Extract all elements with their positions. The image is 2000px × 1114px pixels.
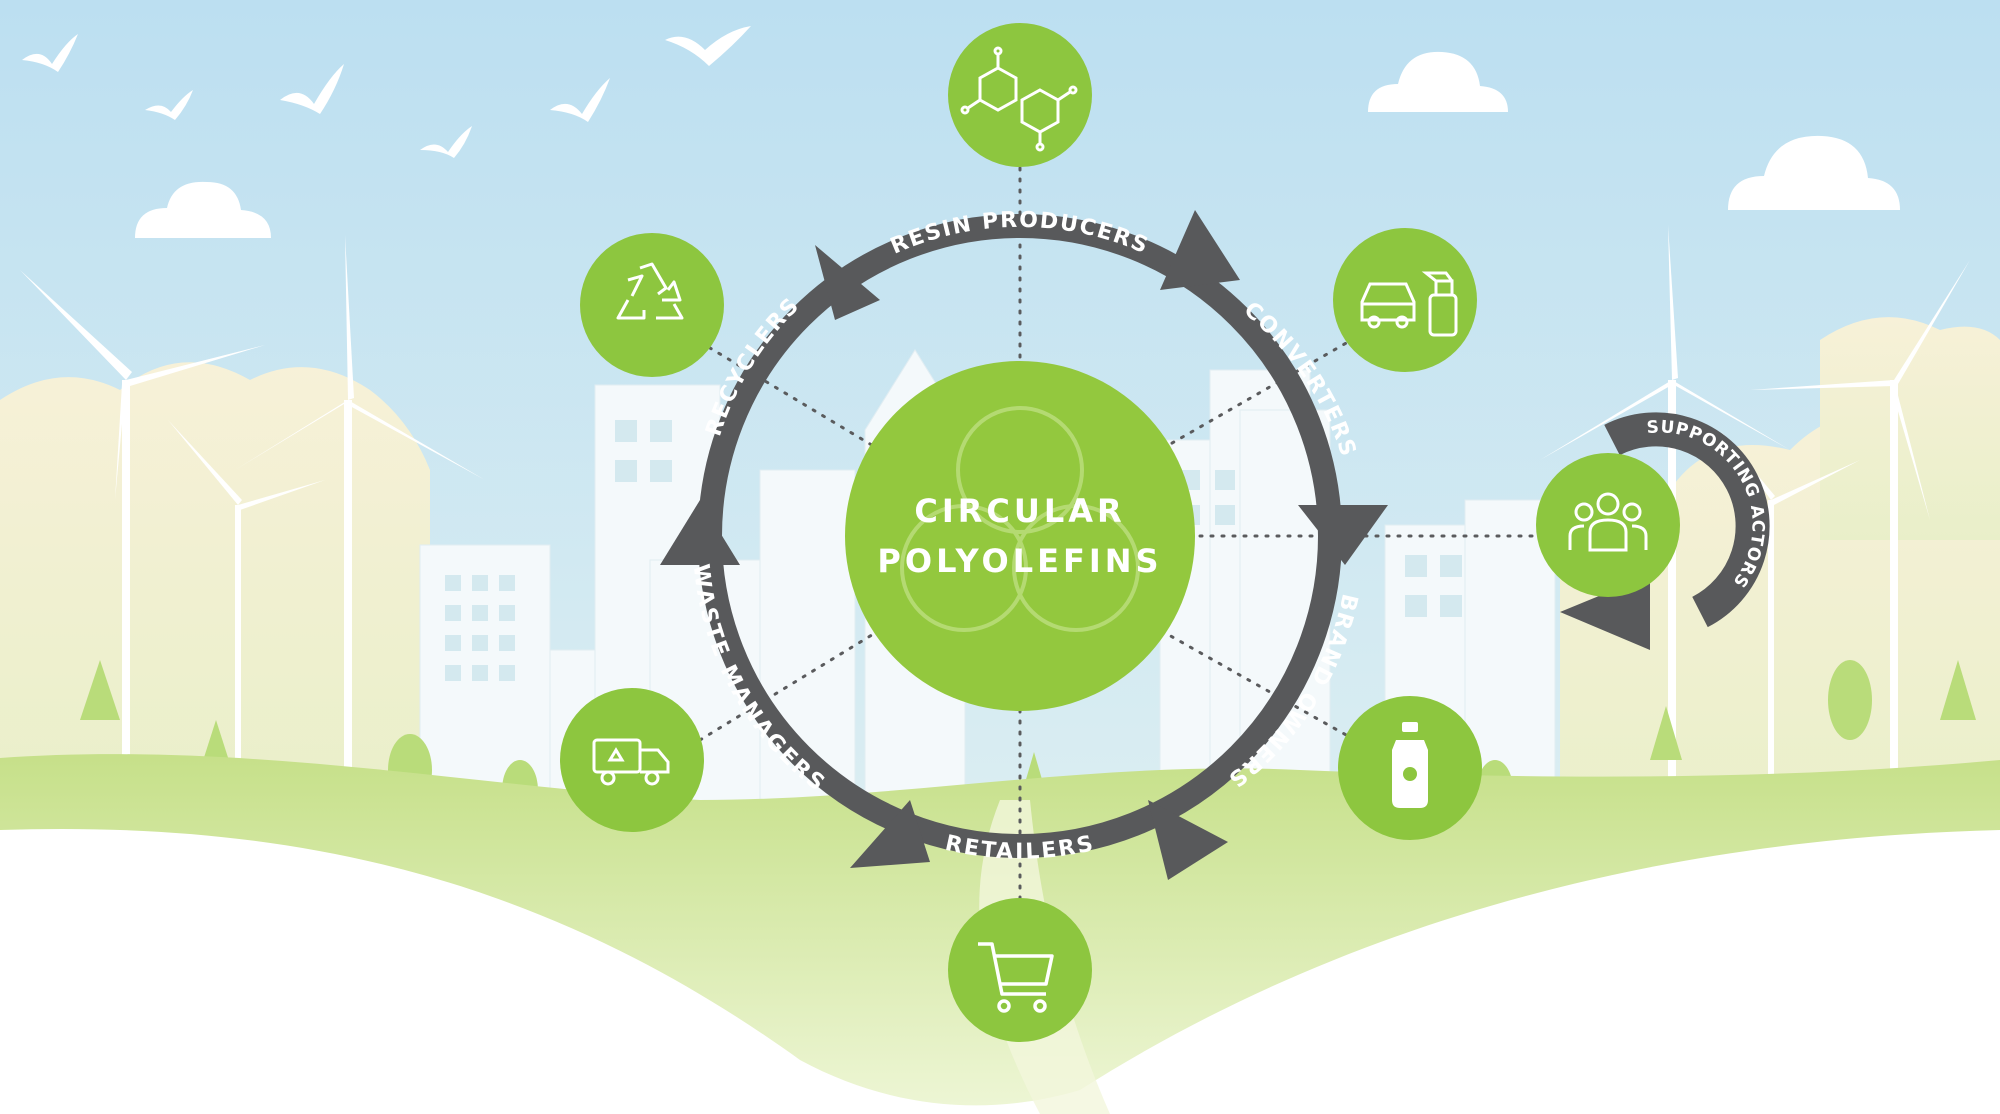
cycle-ring <box>660 210 1388 880</box>
node-supporting-actors <box>1536 453 1680 597</box>
recycling-truck-icon <box>592 738 670 786</box>
node-resin-producers <box>948 23 1092 167</box>
recycle-icon <box>616 262 684 320</box>
node-waste-managers <box>560 688 704 832</box>
car-spray-bottle-icon <box>1360 271 1458 337</box>
wind-turbines <box>20 225 1970 805</box>
center-node: CIRCULAR POLYOLEFINS <box>845 361 1195 711</box>
node-retailers <box>948 898 1092 1042</box>
title-line-1: CIRCULAR <box>914 492 1125 530</box>
sky-clouds <box>135 51 1900 238</box>
arrowhead-resin-converters <box>1160 210 1240 290</box>
birds <box>22 26 751 158</box>
arrowhead-brand-retailers <box>1148 800 1228 880</box>
node-converters <box>1333 228 1477 372</box>
title-line-2: POLYOLEFINS <box>877 542 1162 580</box>
white-ground <box>0 828 2000 1114</box>
node-recyclers <box>580 233 724 377</box>
arrowhead-retailers-waste <box>850 800 930 868</box>
people-group-icon <box>1568 492 1648 552</box>
shopping-cart-icon <box>978 942 1054 1013</box>
circular-arrows-icon <box>900 406 1140 632</box>
arrowhead-converters-brand <box>1298 505 1388 565</box>
node-brand-owners <box>1338 696 1482 840</box>
arrowhead-waste-recyclers <box>660 500 740 565</box>
arrowhead-recyclers-resin <box>815 245 880 320</box>
molecule-icon <box>960 46 1078 152</box>
bottle-icon <box>1392 722 1428 808</box>
connector-lines <box>698 166 1544 907</box>
